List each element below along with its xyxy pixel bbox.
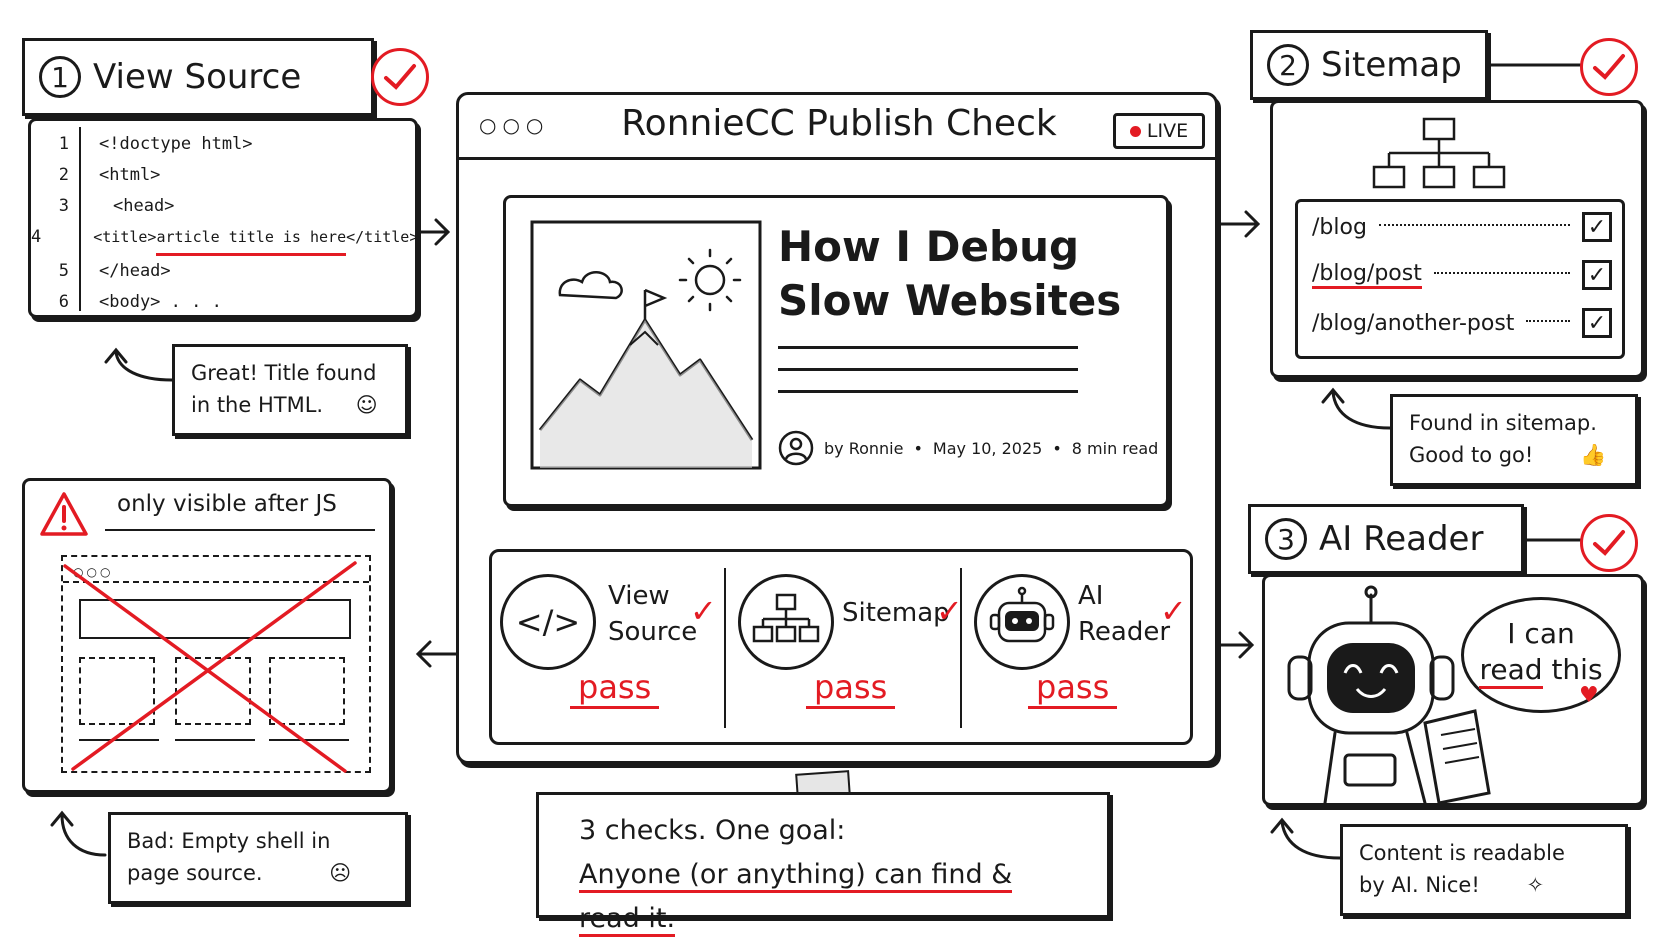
check-status-view-source: pass [570, 668, 660, 709]
article-card[interactable]: How I Debug Slow Websites by Ronnie • Ma… [503, 195, 1169, 507]
robot-icon [974, 574, 1070, 670]
sitemap-panel: /blog ✓ /blog/post ✓ /blog/another-post … [1270, 100, 1644, 378]
robot-reading-icon [1287, 585, 1491, 803]
check-label-ai-reader: AI Reader [1078, 581, 1171, 647]
step-number: 1 [39, 56, 81, 98]
view-source-title-box: 1 View Source [22, 38, 374, 116]
cross-out-icon [63, 561, 357, 773]
mountain-flag-image [530, 220, 762, 470]
article-meta: by Ronnie • May 10, 2025 • 8 min read [778, 430, 1158, 466]
checkbox-checked-icon: ✓ [1582, 308, 1612, 338]
view-source-note: Great! Title found in the HTML. ☺ [172, 344, 408, 436]
checkbox-checked-icon: ✓ [1582, 212, 1612, 242]
code-panel: 1<!doctype html> 2<html> 3<head> 4<title… [28, 118, 418, 318]
code-brackets-icon: </> [500, 574, 596, 670]
check-status-ai-reader: pass [1028, 668, 1118, 709]
view-source-title: View Source [93, 57, 302, 97]
check-tick-icon: ✓ [1160, 592, 1187, 630]
frown-icon: ☹ [329, 861, 352, 885]
ai-reader-title: AI Reader [1319, 519, 1484, 559]
sitemap-note: Found in sitemap. Good to go! 👍 [1390, 394, 1638, 486]
publish-check-window: ○○○ RonnieCC Publish Check LIVE How I De… [456, 92, 1218, 764]
window-controls-icon: ○○○ [479, 113, 550, 137]
heart-icon: ♥ [1579, 683, 1599, 708]
live-dot-icon [1129, 125, 1141, 137]
sitemap-title-box: 2 Sitemap [1250, 30, 1488, 100]
summary-note: 3 checks. One goal: Anyone (or anything)… [536, 792, 1110, 937]
sitemap-entry[interactable]: /blog/another-post ✓ [1312, 308, 1612, 338]
smile-icon: ☺ [355, 393, 378, 417]
check-tick-icon: ✓ [690, 592, 717, 630]
js-warning-title: only visible after JS [117, 491, 337, 517]
sitemap-entry[interactable]: /blog ✓ [1312, 212, 1612, 242]
check-status-sitemap: pass [806, 668, 896, 709]
checkbox-checked-icon: ✓ [1582, 260, 1612, 290]
step-number: 2 [1267, 44, 1309, 86]
article-date: May 10, 2025 [932, 438, 1043, 458]
thumbs-up-icon: 👍 [1580, 443, 1607, 467]
sitemap-tree-icon [1372, 117, 1506, 189]
warning-icon [40, 492, 88, 536]
js-warning-panel: only visible after JS ○○○ [22, 478, 392, 793]
sitemap-tree-icon [738, 574, 834, 670]
sitemap-title: Sitemap [1321, 45, 1462, 85]
check-label-view-source: View Source [608, 581, 698, 647]
window-title: RonnieCC Publish Check [621, 103, 1057, 144]
sitemap-list: /blog ✓ /blog/post ✓ /blog/another-post … [1295, 199, 1625, 359]
step-number: 3 [1265, 518, 1307, 560]
js-warning-note: Bad: Empty shell in page source. ☹ [108, 812, 408, 904]
article-read-time: 8 min read [1071, 438, 1159, 458]
sparkle-icon: ✧ [1526, 873, 1545, 897]
check-label-sitemap: Sitemap [842, 598, 950, 628]
check-mark-icon [371, 48, 429, 106]
checks-panel: </> View Source ✓ pass Sitemap ✓ pass AI… [489, 549, 1193, 745]
article-headline: How I Debug Slow Websites [778, 222, 1122, 325]
speech-bubble: I can read this [1461, 597, 1621, 713]
code-lines: 1<!doctype html> 2<html> 3<head> 4<title… [31, 134, 419, 312]
live-badge: LIVE [1113, 113, 1205, 149]
sitemap-entry[interactable]: /blog/post ✓ [1312, 260, 1612, 290]
check-mark-icon [1580, 38, 1638, 96]
author-avatar-icon [778, 430, 814, 466]
ai-reader-title-box: 3 AI Reader [1248, 504, 1524, 574]
check-tick-icon: ✓ [936, 592, 963, 630]
ai-reader-panel: I can read this ♥ [1262, 574, 1644, 806]
ai-reader-note: Content is readable by AI. Nice! ✧ [1340, 824, 1628, 916]
title-highlight: article title is here [156, 222, 347, 256]
check-mark-icon [1580, 514, 1638, 572]
empty-shell-wireframe: ○○○ [61, 555, 371, 773]
article-author: by Ronnie [824, 438, 904, 458]
